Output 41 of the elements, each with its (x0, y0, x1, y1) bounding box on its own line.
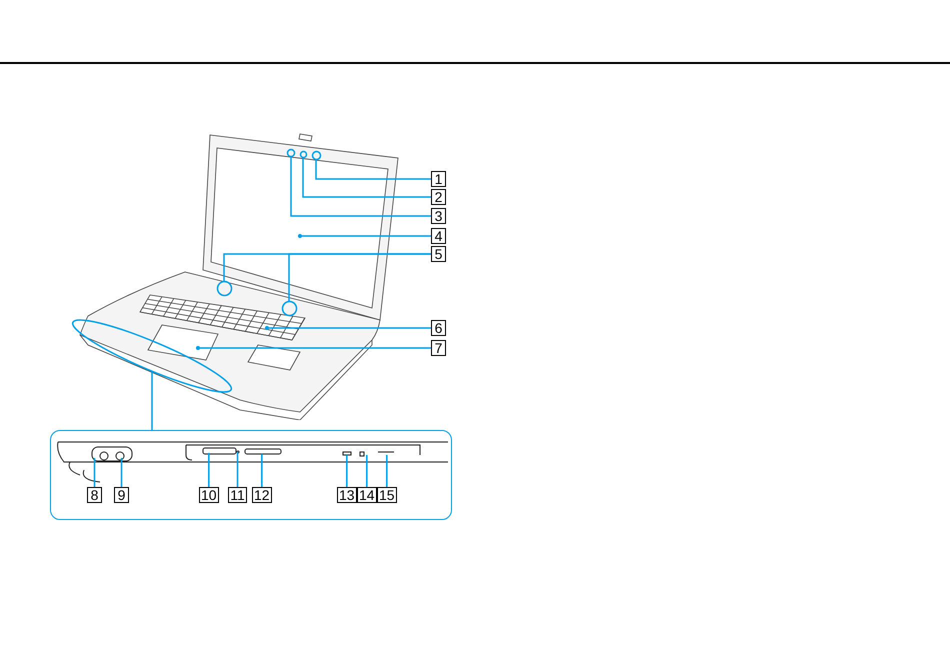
callout-number: 15 (377, 487, 397, 503)
inset-frame (50, 430, 452, 520)
callout-number: 12 (252, 487, 272, 503)
callout-number: 6 (431, 320, 446, 336)
connector-line (269, 327, 431, 329)
callout-number: 8 (87, 487, 102, 503)
callout-number: 14 (357, 487, 377, 503)
leader-line (236, 452, 238, 487)
highlight-circle (216, 280, 232, 296)
callout-number: 13 (337, 487, 357, 503)
connector-line (151, 371, 153, 430)
highlight-ellipse (72, 319, 232, 393)
leader-line (366, 455, 368, 487)
marker-dot (265, 326, 269, 330)
callout-number: 4 (431, 228, 446, 244)
callout-number: 11 (228, 487, 247, 503)
marker-dot (298, 234, 302, 238)
leader-line (346, 455, 348, 487)
connector-line (290, 156, 431, 217)
callout-number: 2 (431, 189, 446, 205)
leader-line (208, 453, 210, 487)
leader-line (386, 455, 388, 487)
marker-dot (196, 346, 200, 350)
callout-number: 1 (431, 171, 446, 187)
highlight-circle (286, 148, 296, 158)
connector-line (302, 235, 431, 237)
leader-line (120, 458, 122, 487)
callout-number: 7 (431, 340, 446, 356)
callout-number: 3 (431, 208, 446, 224)
leader-line (94, 458, 96, 487)
highlight-circle (311, 150, 321, 160)
leader-line (261, 454, 263, 487)
connector-line (200, 347, 431, 349)
connector-line (223, 253, 431, 281)
highlight-circle (281, 300, 297, 316)
connector-line (315, 159, 431, 180)
callout-number: 5 (431, 246, 446, 262)
callout-number: 10 (199, 487, 219, 503)
connector-line (302, 157, 431, 198)
callout-number: 9 (114, 487, 129, 503)
highlight-circle (299, 150, 307, 158)
